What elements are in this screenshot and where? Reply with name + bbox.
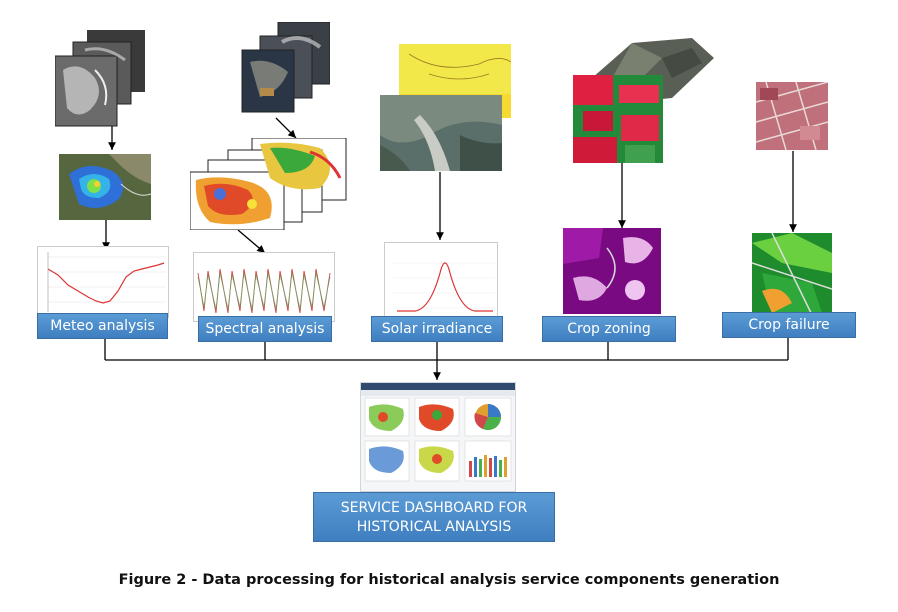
figure-caption: Figure 2 - Data processing for historica… xyxy=(118,572,780,588)
solar-chart xyxy=(384,242,498,320)
crop-failure-text: Crop failure xyxy=(748,317,830,333)
meteo-chart xyxy=(37,246,169,318)
meteo-analysis-label: Meteo analysis xyxy=(37,313,168,339)
dashboard-screenshot xyxy=(360,382,516,492)
meteo-satellite-stack xyxy=(55,30,147,128)
spectral-analysis-label: Spectral analysis xyxy=(198,316,332,342)
spectral-satellite-stack xyxy=(240,22,330,114)
crop-failure-satellite xyxy=(756,82,828,150)
solar-irradiance-text: Solar irradiance xyxy=(381,321,493,337)
solar-terrain-photo xyxy=(380,95,502,171)
spectral-analysis-text: Spectral analysis xyxy=(205,321,325,337)
crop-failure-label: Crop failure xyxy=(722,312,856,338)
meteo-radar-map xyxy=(59,154,151,220)
spectral-map-stack xyxy=(190,138,348,230)
dashboard-line-2: HISTORICAL ANALYSIS xyxy=(356,519,512,535)
crop-failure-map xyxy=(752,233,832,315)
service-dashboard-label: SERVICE DASHBOARD FOR HISTORICAL ANALYSI… xyxy=(313,492,555,542)
solar-irradiance-label: Solar irradiance xyxy=(371,316,503,342)
crop-zoning-map xyxy=(563,228,661,314)
crop-zoning-satellite xyxy=(573,75,663,163)
dashboard-line-1: SERVICE DASHBOARD FOR xyxy=(340,500,528,516)
crop-zoning-text: Crop zoning xyxy=(567,321,651,337)
crop-zoning-label: Crop zoning xyxy=(542,316,676,342)
spectral-chart xyxy=(193,252,335,322)
meteo-analysis-text: Meteo analysis xyxy=(50,318,155,334)
